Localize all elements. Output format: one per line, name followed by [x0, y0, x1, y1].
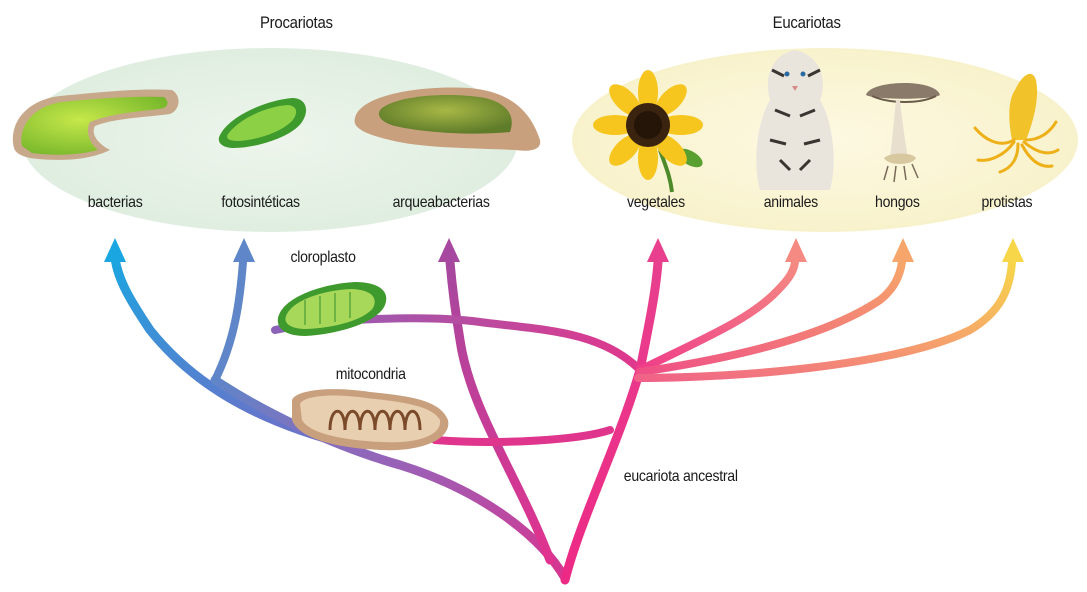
bacteria-label: bacterias: [88, 194, 143, 212]
prokaryotes-heading: Procariotas: [260, 13, 333, 33]
mitochondria-branch: [435, 430, 610, 442]
photosynthetic-branch: [215, 262, 243, 380]
photosynthetic-arrowhead: [233, 238, 255, 262]
animals-branch: [640, 262, 795, 370]
fungi-label: hongos: [875, 194, 920, 212]
plants-arrowhead: [647, 238, 669, 262]
fungi-branch: [640, 262, 902, 372]
chloroplast-illustration: [278, 282, 386, 336]
protists-label: protistas: [981, 194, 1032, 212]
bacteria-arrowhead: [104, 238, 126, 262]
mitochondria-label: mitocondria: [336, 366, 406, 384]
photosynthetic-label: fotosintéticas: [221, 194, 299, 212]
ancestral-eukaryote-label: eucariota ancestral: [624, 468, 738, 486]
archaea-label: arqueabacterias: [393, 194, 490, 212]
plants-label: vegetales: [627, 194, 685, 212]
animals-label: animales: [764, 194, 818, 212]
chloroplast-label: cloroplasto: [290, 249, 355, 267]
animals-arrowhead: [785, 238, 807, 262]
eukaryote-trunk: [565, 262, 658, 580]
fungi-arrowhead: [892, 238, 914, 262]
protists-arrowhead: [1002, 238, 1024, 262]
eukaryotes-heading: Eucariotas: [773, 13, 841, 33]
archaea-arrowhead: [438, 238, 460, 262]
mitochondria-illustration: [292, 389, 448, 450]
